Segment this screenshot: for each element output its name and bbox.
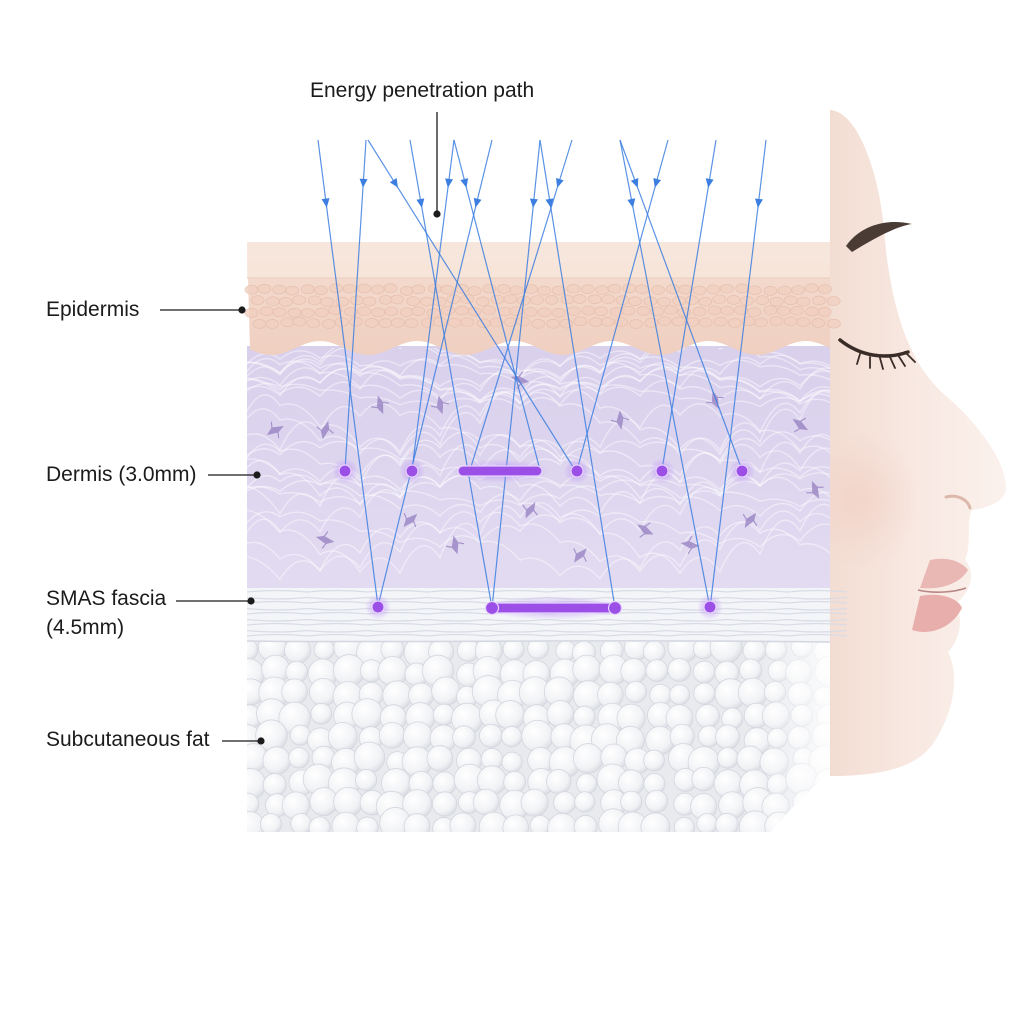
focal-points [332, 458, 755, 620]
label-energy-penetration-path: Energy penetration path [310, 79, 535, 102]
label-subcutaneous-fat: Subcutaneous fat [46, 728, 210, 751]
eyelashes [838, 338, 910, 358]
label-epidermis: Epidermis [46, 298, 140, 321]
lower-lip [912, 594, 962, 632]
fat-layer [247, 640, 830, 832]
energy-beams [317, 139, 767, 609]
epidermis-layer [244, 242, 841, 355]
label-smas-fascia: SMAS fascia [46, 587, 167, 610]
label-smas-depth: (4.5mm) [46, 616, 125, 639]
eyebrow [846, 222, 912, 252]
upper-lip [920, 558, 968, 589]
face-profile [800, 110, 1024, 1024]
face-shape [830, 110, 1006, 776]
leader-lines [160, 112, 441, 745]
label-dermis: Dermis (3.0mm) [46, 463, 197, 486]
